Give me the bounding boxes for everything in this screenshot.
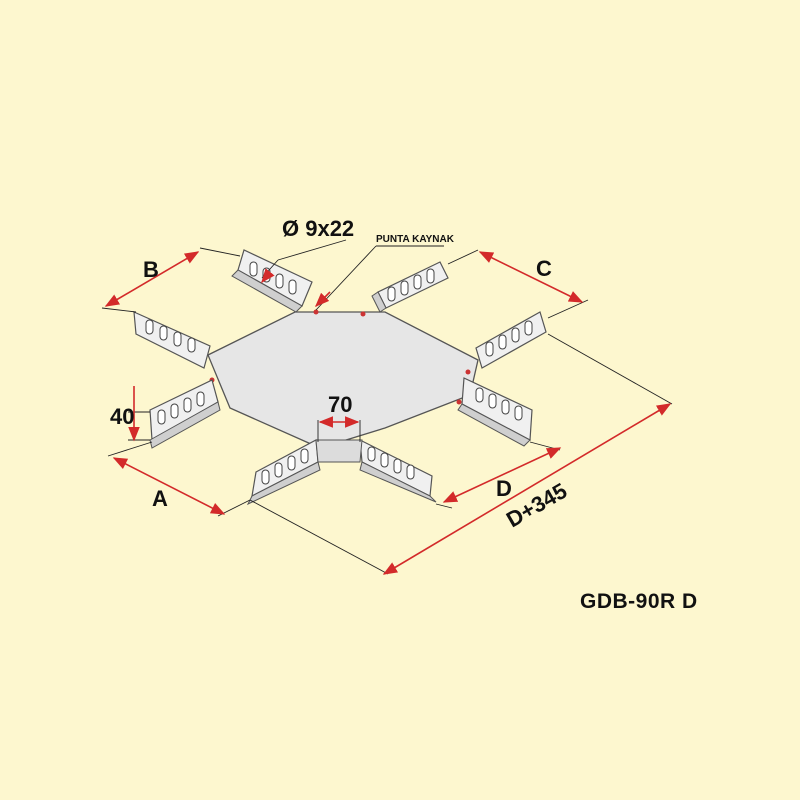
dim-c-label: C xyxy=(536,256,552,281)
arrow-a xyxy=(112,457,226,515)
flange-front-right xyxy=(359,438,437,503)
flange-top-right xyxy=(371,261,449,313)
arrow-hole xyxy=(261,268,275,284)
product-code: GDB-90R D xyxy=(580,590,698,613)
extension-lines xyxy=(101,239,673,575)
dim-d-label: D xyxy=(496,476,512,501)
flange-front-left xyxy=(246,439,321,506)
flange-right-upper xyxy=(475,311,547,369)
arrow-b xyxy=(104,251,200,307)
flange-right-lower xyxy=(457,377,533,447)
dim-d345-label: D+345 xyxy=(502,478,571,532)
weld-note-label: PUNTA KAYNAK xyxy=(376,234,455,245)
arrow-d345 xyxy=(382,403,672,575)
dimension-arrows xyxy=(104,251,672,575)
dim-40-label: 40 xyxy=(110,404,134,429)
flange-left-lower xyxy=(149,379,221,449)
flange-top-left xyxy=(231,249,313,313)
dim-70-label: 70 xyxy=(328,392,352,417)
arrow-c xyxy=(478,251,584,303)
arrow-weld xyxy=(314,291,331,308)
hole-spec-label: Ø 9x22 xyxy=(282,216,354,241)
dim-a-label: A xyxy=(152,486,168,511)
flange-left-upper xyxy=(133,311,211,369)
front-notch xyxy=(315,439,363,463)
center-plate xyxy=(207,311,479,449)
dim-b-label: B xyxy=(143,257,159,282)
